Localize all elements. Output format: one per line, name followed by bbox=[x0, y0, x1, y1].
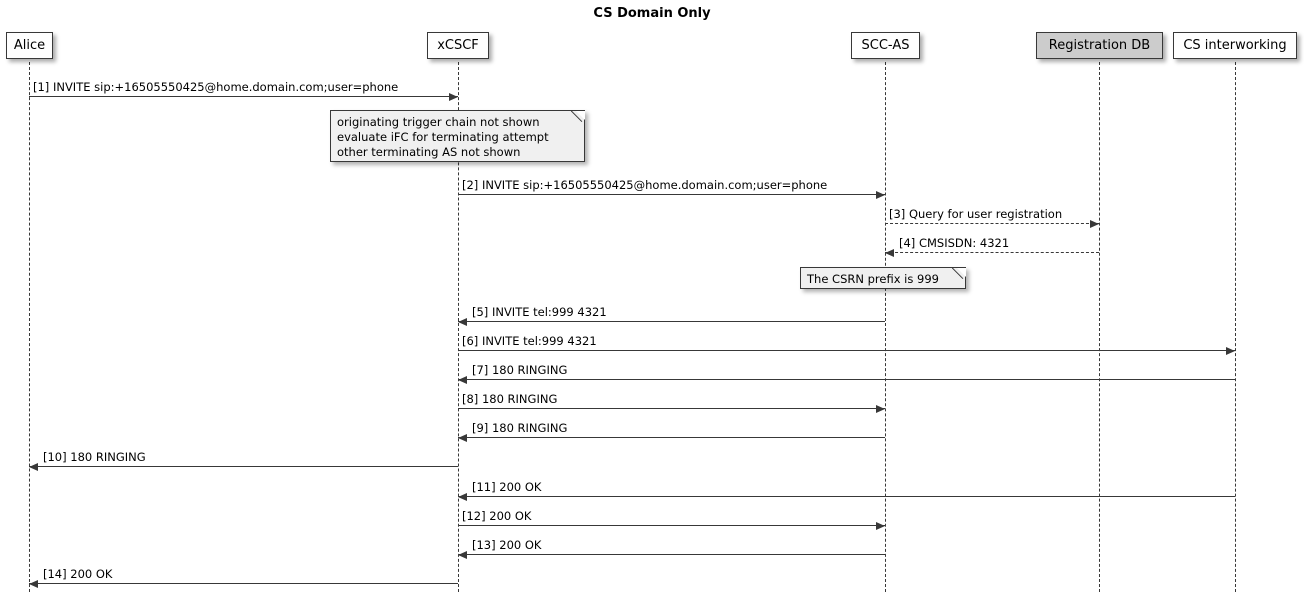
message-label-13: [13] 200 OK bbox=[472, 538, 542, 552]
arrowhead-left-4 bbox=[885, 249, 894, 257]
note-fold-diagonal bbox=[571, 110, 585, 124]
message-line-12 bbox=[458, 525, 885, 526]
arrowhead-left-11 bbox=[458, 493, 467, 501]
note-csrn-prefix: The CSRN prefix is 999 bbox=[800, 267, 966, 289]
note-trigger-chain-text: originating trigger chain not shown eval… bbox=[337, 115, 549, 159]
message-label-7: [7] 180 RINGING bbox=[472, 363, 568, 377]
message-line-14 bbox=[29, 583, 458, 584]
message-label-9: [9] 180 RINGING bbox=[472, 421, 568, 435]
lifeline-alice bbox=[29, 62, 30, 592]
message-label-2: [2] INVITE sip:+16505550425@home.domain.… bbox=[462, 178, 828, 192]
arrowhead-right-12 bbox=[876, 522, 885, 530]
message-line-6 bbox=[458, 350, 1235, 351]
arrowhead-right-8 bbox=[876, 405, 885, 413]
arrowhead-right-2 bbox=[876, 191, 885, 199]
participant-xcscf[interactable]: xCSCF bbox=[427, 32, 489, 59]
participant-regdb[interactable]: Registration DB bbox=[1036, 32, 1163, 59]
participant-alice[interactable]: Alice bbox=[6, 32, 53, 59]
page-title: CS Domain Only bbox=[593, 6, 711, 21]
message-label-10: [10] 180 RINGING bbox=[43, 450, 146, 464]
message-label-6: [6] INVITE tel:999 4321 bbox=[462, 334, 597, 348]
message-line-9 bbox=[458, 437, 885, 438]
message-line-11 bbox=[458, 496, 1235, 497]
arrowhead-left-5 bbox=[458, 318, 467, 326]
note-csrn-prefix-text: The CSRN prefix is 999 bbox=[807, 272, 939, 286]
participant-csinter[interactable]: CS interworking bbox=[1173, 32, 1297, 59]
message-label-3: [3] Query for user registration bbox=[889, 207, 1063, 221]
message-label-11: [11] 200 OK bbox=[472, 480, 542, 494]
message-label-1: [1] INVITE sip:+16505550425@home.domain.… bbox=[33, 80, 399, 94]
message-line-1 bbox=[29, 96, 458, 97]
arrowhead-left-9 bbox=[458, 434, 467, 442]
message-label-12: [12] 200 OK bbox=[462, 509, 532, 523]
arrowhead-left-10 bbox=[29, 463, 38, 471]
arrowhead-left-13 bbox=[458, 551, 467, 559]
message-line-4 bbox=[885, 252, 1099, 253]
lifeline-xcscf bbox=[458, 62, 459, 592]
message-label-4: [4] CMSISDN: 4321 bbox=[899, 236, 1010, 250]
message-line-8 bbox=[458, 408, 885, 409]
arrowhead-left-14 bbox=[29, 580, 38, 588]
arrowhead-right-6 bbox=[1226, 347, 1235, 355]
message-label-5: [5] INVITE tel:999 4321 bbox=[472, 305, 607, 319]
lifeline-sccas bbox=[885, 62, 886, 592]
note-fold-diagonal bbox=[952, 267, 966, 281]
message-line-3 bbox=[885, 223, 1099, 224]
arrowhead-left-7 bbox=[458, 376, 467, 384]
lifeline-csinter bbox=[1235, 62, 1236, 592]
message-line-10 bbox=[29, 466, 458, 467]
message-line-13 bbox=[458, 554, 885, 555]
participant-sccas[interactable]: SCC-AS bbox=[851, 32, 920, 59]
lifeline-regdb bbox=[1099, 62, 1100, 592]
note-trigger-chain: originating trigger chain not shown eval… bbox=[330, 110, 585, 162]
arrowhead-right-3 bbox=[1090, 220, 1099, 228]
message-line-5 bbox=[458, 321, 885, 322]
message-line-2 bbox=[458, 194, 885, 195]
message-label-14: [14] 200 OK bbox=[43, 567, 113, 581]
arrowhead-right-1 bbox=[449, 93, 458, 101]
message-label-8: [8] 180 RINGING bbox=[462, 392, 558, 406]
message-line-7 bbox=[458, 379, 1235, 380]
